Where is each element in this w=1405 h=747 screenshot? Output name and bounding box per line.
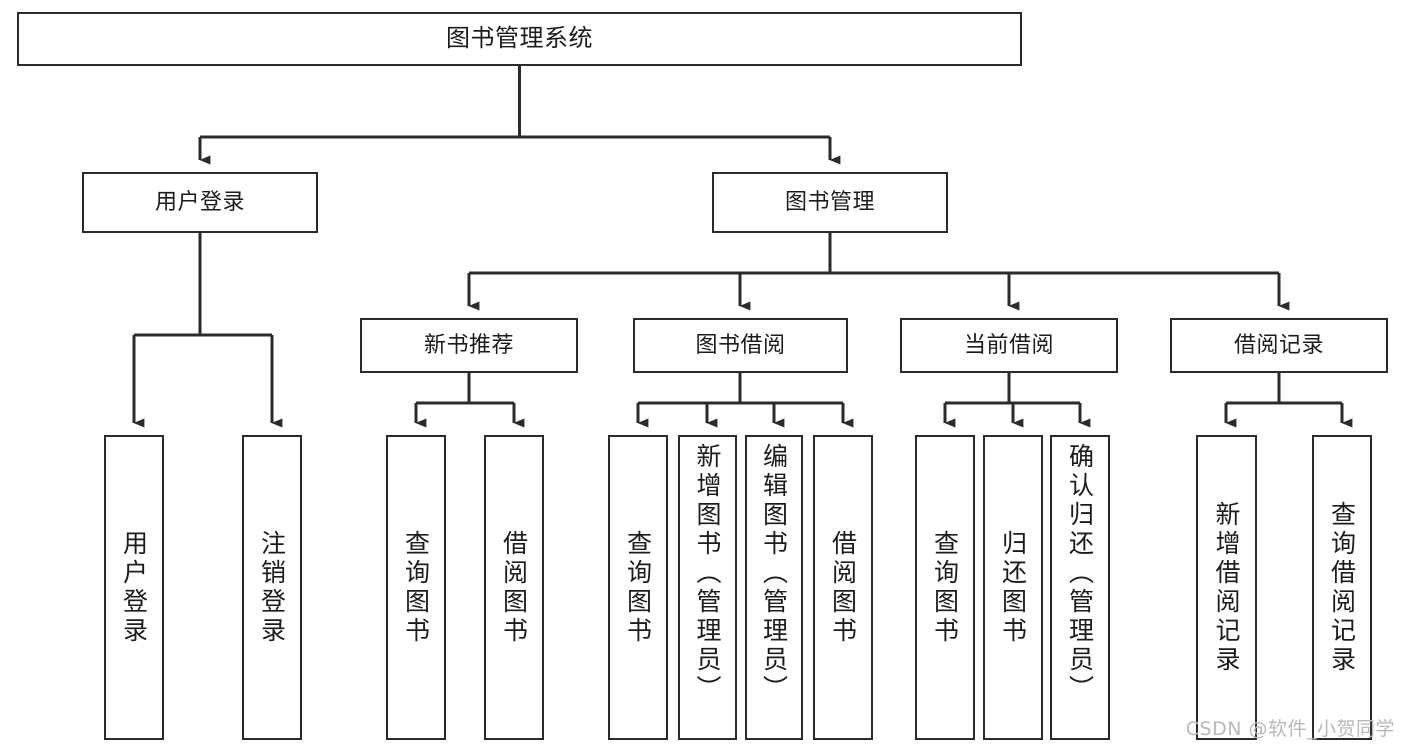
node-root-system[interactable]: 图书管理系统	[17, 12, 1022, 66]
node-leaf-user-login[interactable]: 用户登录	[104, 435, 164, 740]
node-leaf-query-book-2-label: 查询图书	[623, 529, 653, 646]
edges-currentborrow-to-leaves	[943, 373, 1091, 428]
node-leaf-edit-book-admin[interactable]: 编辑图书（管理员）	[745, 435, 803, 740]
node-leaf-add-book-admin[interactable]: 新增图书（管理员）	[678, 435, 737, 740]
node-book-borrow[interactable]: 图书借阅	[633, 318, 848, 373]
node-leaf-add-borrow-record-label: 新增借阅记录	[1212, 500, 1241, 675]
node-book-manage[interactable]: 图书管理	[712, 172, 948, 233]
node-leaf-query-borrow-record[interactable]: 查询借阅记录	[1312, 435, 1372, 740]
node-leaf-borrow-book-1[interactable]: 借阅图书	[484, 435, 544, 740]
node-leaf-return-book[interactable]: 归还图书	[983, 435, 1043, 740]
node-leaf-borrow-book-2[interactable]: 借阅图书	[813, 435, 873, 740]
edges-newbook-to-leaves	[414, 373, 525, 428]
node-leaf-query-book-1-label: 查询图书	[401, 529, 431, 646]
node-borrow-record[interactable]: 借阅记录	[1170, 318, 1388, 373]
node-new-book-recommend[interactable]: 新书推荐	[360, 318, 578, 373]
node-current-borrow[interactable]: 当前借阅	[900, 318, 1118, 373]
node-leaf-add-borrow-record[interactable]: 新增借阅记录	[1196, 435, 1257, 740]
node-leaf-borrow-book-1-label: 借阅图书	[499, 529, 529, 646]
node-leaf-query-book-3[interactable]: 查询图书	[915, 435, 975, 740]
node-leaf-add-book-admin-label: 新增图书（管理员）	[693, 443, 722, 704]
edges-bookborrow-to-leaves	[636, 373, 854, 428]
edges-root-to-level1	[198, 66, 841, 165]
node-leaf-query-book-1[interactable]: 查询图书	[386, 435, 446, 740]
node-leaf-user-login-label: 用户登录	[119, 529, 149, 646]
node-leaf-query-book-2[interactable]: 查询图书	[608, 435, 668, 740]
node-user-login[interactable]: 用户登录	[82, 172, 318, 233]
node-current-borrow-label: 当前借阅	[963, 332, 1054, 358]
node-leaf-return-book-label: 归还图书	[998, 529, 1028, 646]
edges-borrowrecord-to-leaves	[1224, 373, 1353, 428]
node-user-login-label: 用户登录	[154, 189, 245, 215]
edges-booksmanage-to-level2	[467, 233, 1290, 311]
node-leaf-confirm-return-admin-label: 确认归还（管理员）	[1065, 443, 1095, 704]
node-new-book-recommend-label: 新书推荐	[423, 332, 514, 358]
node-leaf-query-book-3-label: 查询图书	[930, 529, 960, 646]
node-leaf-borrow-book-2-label: 借阅图书	[828, 529, 858, 646]
edges-userlogin-to-leaves	[132, 233, 283, 428]
node-book-borrow-label: 图书借阅	[695, 332, 786, 358]
node-leaf-edit-book-admin-label: 编辑图书（管理员）	[759, 443, 789, 704]
node-leaf-query-borrow-record-label: 查询借阅记录	[1327, 500, 1357, 675]
node-root-system-label: 图书管理系统	[446, 24, 593, 53]
node-borrow-record-label: 借阅记录	[1233, 332, 1324, 358]
node-leaf-logout[interactable]: 注销登录	[242, 435, 302, 740]
node-book-manage-label: 图书管理	[784, 189, 875, 215]
node-leaf-logout-label: 注销登录	[257, 529, 287, 646]
node-leaf-confirm-return-admin[interactable]: 确认归还（管理员）	[1050, 435, 1110, 740]
